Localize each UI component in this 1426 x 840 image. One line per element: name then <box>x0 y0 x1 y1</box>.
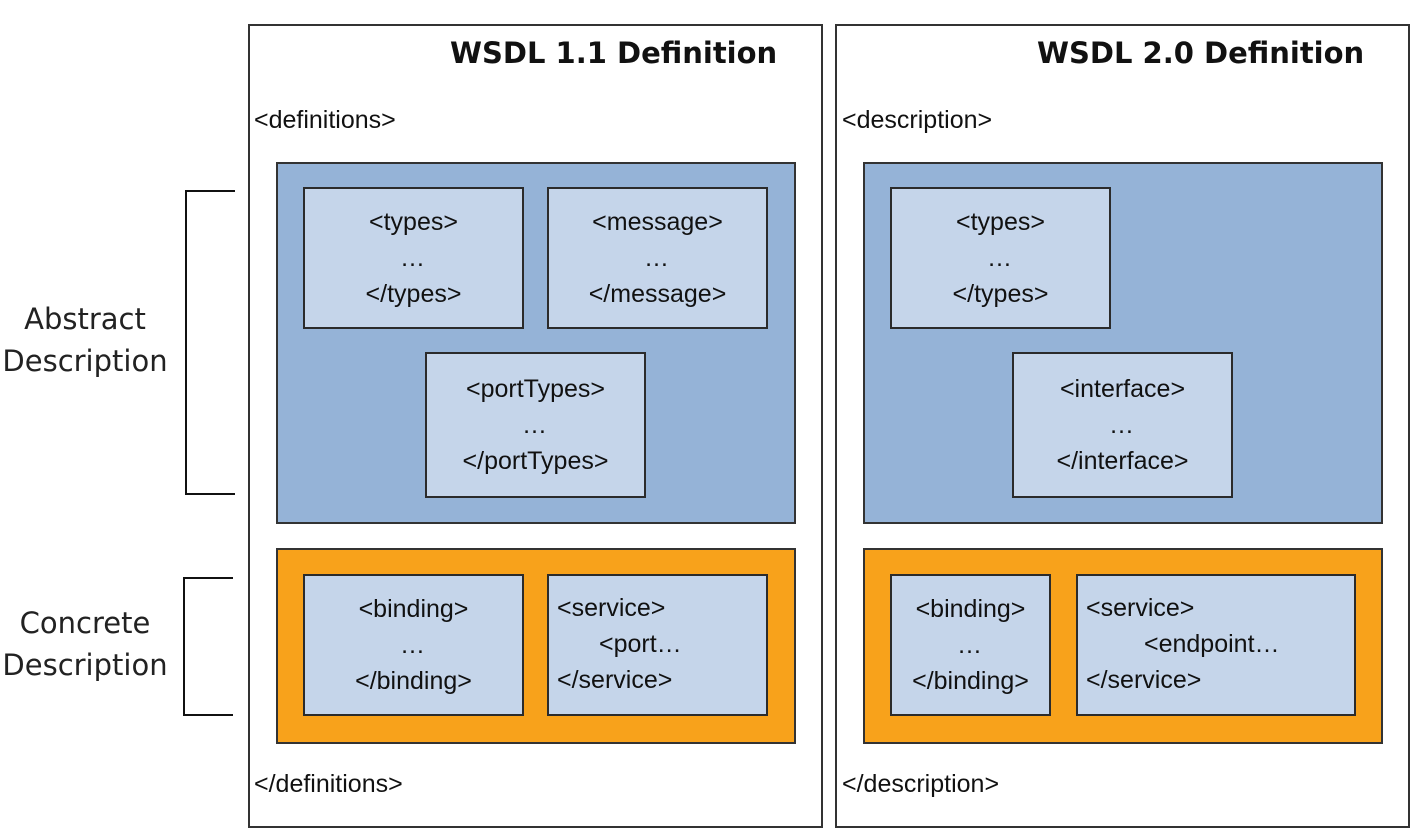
wsdl11-types-open: <types> <box>369 208 458 236</box>
wsdl11-open-tag: <definitions> <box>254 106 396 134</box>
wsdl11-message-open: <message> <box>592 208 723 236</box>
wsdl20-service-endpoint: <endpoint… <box>1144 630 1280 658</box>
wsdl11-binding-open: <binding> <box>358 595 469 623</box>
wsdl11-service-open: <service> <box>557 594 666 622</box>
wsdl20-service-close: </service> <box>1086 666 1202 694</box>
wsdl11-binding-dots: … <box>400 631 427 659</box>
wsdl20-binding-open: <binding> <box>915 595 1026 623</box>
wsdl20-types-close: </types> <box>952 280 1049 308</box>
abstract-bracket <box>185 190 235 495</box>
abstract-label-line-1: Abstract <box>24 302 146 336</box>
wsdl20-types-dots: … <box>987 244 1014 272</box>
wsdl11-porttypes-box: <portTypes> … </portTypes> <box>425 352 646 498</box>
wsdl20-types-open: <types> <box>956 208 1045 236</box>
concrete-description-label: Concrete Description <box>0 602 170 686</box>
wsdl20-close-tag: </description> <box>842 770 1000 798</box>
wsdl11-types-dots: … <box>400 244 427 272</box>
wsdl20-service-open: <service> <box>1086 594 1195 622</box>
wsdl11-binding-box: <binding> … </binding> <box>303 574 524 716</box>
wsdl11-porttypes-dots: … <box>522 411 549 439</box>
wsdl20-interface-box: <interface> … </interface> <box>1012 352 1233 498</box>
abstract-label-line-2: Description <box>2 344 168 378</box>
wsdl20-interface-dots: … <box>1109 411 1136 439</box>
wsdl11-service-port: <port… <box>599 630 682 658</box>
wsdl11-message-box: <message> … </message> <box>547 187 768 329</box>
wsdl11-title: WSDL 1.1 Definition <box>450 36 778 70</box>
wsdl20-binding-dots: … <box>957 631 984 659</box>
wsdl20-service-box: <service> <endpoint… </service> <box>1076 574 1356 716</box>
wsdl20-interface-open: <interface> <box>1059 375 1186 403</box>
concrete-bracket <box>183 577 233 716</box>
wsdl11-close-tag: </definitions> <box>254 770 403 798</box>
concrete-label-line-2: Description <box>2 648 168 682</box>
wsdl11-types-box: <types> … </types> <box>303 187 524 329</box>
wsdl11-service-box: <service> <port… </service> <box>547 574 768 716</box>
wsdl11-binding-close: </binding> <box>355 667 472 695</box>
wsdl11-porttypes-open: <portTypes> <box>466 375 605 403</box>
wsdl20-binding-close: </binding> <box>912 667 1029 695</box>
wsdl11-message-dots: … <box>644 244 671 272</box>
wsdl20-binding-box: <binding> … </binding> <box>890 574 1051 716</box>
abstract-description-label: Abstract Description <box>0 298 170 382</box>
concrete-label-line-1: Concrete <box>19 606 151 640</box>
wsdl20-open-tag: <description> <box>842 106 993 134</box>
wsdl20-title: WSDL 2.0 Definition <box>1037 36 1365 70</box>
wsdl20-types-box: <types> … </types> <box>890 187 1111 329</box>
wsdl11-message-close: </message> <box>588 280 727 308</box>
wsdl11-types-close: </types> <box>365 280 462 308</box>
wsdl11-service-close: </service> <box>557 666 673 694</box>
wsdl11-porttypes-close: </portTypes> <box>462 447 609 475</box>
wsdl20-interface-close: </interface> <box>1056 447 1189 475</box>
